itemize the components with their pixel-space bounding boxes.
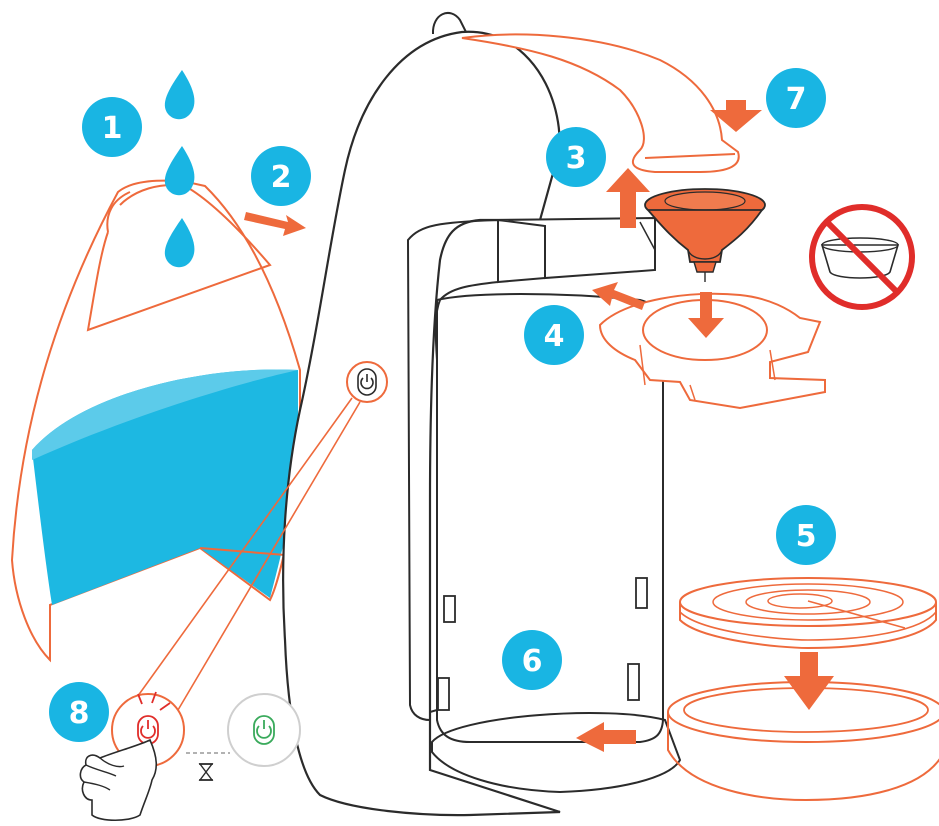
step-badge-1: 1 (82, 97, 142, 157)
arrow-left-icon (576, 722, 636, 752)
tank-lid (86, 184, 272, 332)
capsule-holder (598, 292, 826, 410)
step-number: 1 (102, 111, 123, 146)
step-number: 8 (69, 696, 90, 731)
step-badge-7: 7 (766, 68, 826, 128)
arrows (244, 100, 834, 752)
holder-outline (598, 292, 826, 410)
step-badge-3: 3 (546, 127, 606, 187)
tank-water-surface (32, 369, 298, 460)
step-number: 5 (796, 519, 817, 554)
power-icon (357, 368, 377, 396)
arrow-down-icon (688, 292, 724, 338)
step-number: 4 (544, 319, 565, 354)
step-badge-8: 8 (49, 682, 109, 742)
step-badge-5: 5 (776, 505, 836, 565)
capsule (644, 188, 766, 282)
arrow-right-icon (244, 212, 306, 236)
arrow-down-icon (784, 652, 834, 710)
pointing-hand-icon (79, 738, 158, 822)
drip-grid (679, 577, 937, 650)
power-button-ready (227, 693, 301, 767)
water-tank (10, 179, 301, 663)
lever-outline (461, 33, 740, 173)
step-badge-2: 2 (251, 146, 311, 206)
water-drops (164, 70, 195, 268)
step-number: 7 (786, 82, 807, 117)
water-drop-icon (164, 70, 195, 120)
no-capsule-sign (809, 204, 915, 310)
hourglass-icon (198, 763, 214, 781)
machine-power-button (346, 361, 388, 403)
lever (461, 33, 740, 173)
step-number: 2 (271, 160, 292, 195)
coffee-machine (282, 12, 682, 817)
step-number: 3 (566, 141, 587, 176)
arrow-up-icon (606, 168, 650, 228)
step-number: 6 (522, 644, 543, 679)
capsule-cup-icon (820, 244, 900, 279)
water-drop-icon (164, 218, 195, 268)
arrow-left-icon (592, 282, 645, 310)
step-badge-6: 6 (502, 630, 562, 690)
water-drop-icon (164, 146, 195, 196)
arrow-down-icon (710, 100, 762, 132)
machine-body (282, 30, 562, 817)
step-badge-4: 4 (524, 305, 584, 365)
tank-outline (10, 179, 301, 663)
